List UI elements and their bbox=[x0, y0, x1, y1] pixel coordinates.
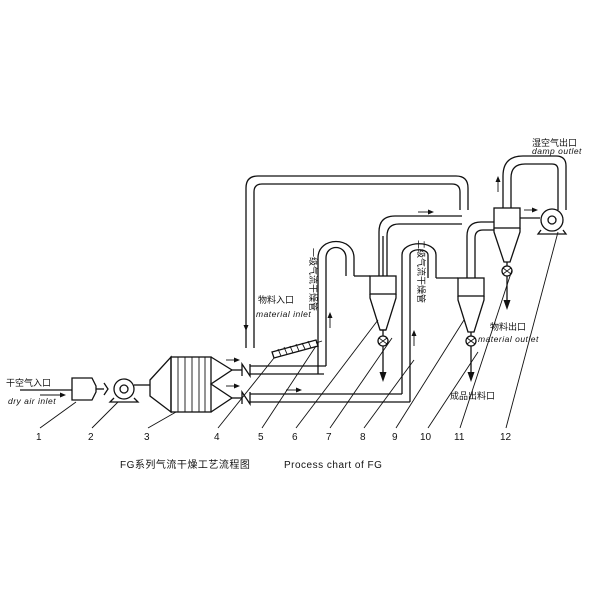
part-number-4: 4 bbox=[214, 432, 220, 443]
flow-arrow-recycle-down bbox=[243, 315, 249, 331]
material-outlet-label-en: material outlet bbox=[478, 334, 539, 344]
stage1-dryer-label: 一级气流干燥管 bbox=[308, 248, 319, 311]
flow-arrow-stage2-up bbox=[411, 330, 417, 346]
part-number-8: 8 bbox=[360, 432, 366, 443]
damp-outlet-label-zh: 湿空气出口 bbox=[532, 137, 577, 148]
material-inlet-label-zh: 物料入口 bbox=[258, 294, 294, 305]
dry-air-inlet-label-zh: 干空气入口 bbox=[6, 377, 51, 388]
cyclone-2 bbox=[457, 277, 485, 382]
caption-en: Process chart of FG bbox=[284, 460, 382, 471]
part-number-11: 11 bbox=[454, 432, 465, 443]
part-number-12: 12 bbox=[500, 432, 512, 443]
duct-stage1-inlet bbox=[250, 258, 327, 375]
leader-lines bbox=[39, 231, 559, 429]
material-inlet-label-en: material inlet bbox=[256, 309, 311, 319]
air-filter-unit bbox=[20, 377, 104, 401]
screw-feeder bbox=[271, 339, 323, 359]
part-number-9: 9 bbox=[392, 432, 398, 443]
flow-arrow-to-fan bbox=[524, 207, 538, 213]
valve-lower bbox=[241, 389, 251, 407]
flow-arrow-heater-upper bbox=[226, 357, 240, 363]
part-number-5: 5 bbox=[258, 432, 264, 443]
product-outlet-label: 成品出料口 bbox=[450, 390, 495, 401]
part-number-2: 2 bbox=[88, 432, 94, 443]
cyclone-3 bbox=[493, 207, 521, 310]
stage2-dryer-label: 二级气流干燥管 bbox=[416, 240, 427, 303]
part-numbers: 1 2 3 4 5 6 7 8 9 10 11 12 bbox=[36, 432, 512, 443]
damp-outlet-label-en: damp outlet bbox=[532, 146, 582, 156]
exhaust-fan bbox=[520, 208, 568, 235]
air-heater bbox=[149, 355, 242, 414]
flow-arrow-cyclone1-vent bbox=[418, 209, 434, 215]
material-outlet-label-zh: 物料出口 bbox=[490, 321, 526, 332]
cyclone1-vent-duct bbox=[378, 215, 462, 276]
stage1-dryer-tube bbox=[317, 241, 370, 277]
flow-arrow-lower-duct bbox=[286, 387, 302, 393]
flow-arrow-cyclone3-vent bbox=[495, 176, 501, 192]
part-number-3: 3 bbox=[144, 432, 150, 443]
part-number-7: 7 bbox=[326, 432, 332, 443]
stage2-dryer-tube bbox=[401, 243, 458, 279]
recycle-duct-outer bbox=[245, 175, 469, 348]
flow-arrow-heater-lower bbox=[226, 383, 240, 389]
cyclone3-vent-duct bbox=[502, 155, 567, 210]
blower-fan bbox=[103, 378, 150, 403]
valve-upper bbox=[241, 361, 251, 379]
dry-air-inlet-arrow bbox=[40, 392, 66, 398]
part-number-1: 1 bbox=[36, 432, 42, 443]
dry-air-inlet-label-en: dry air inlet bbox=[8, 396, 56, 406]
cyclone-1 bbox=[369, 236, 397, 382]
part-number-6: 6 bbox=[292, 432, 298, 443]
caption-zh: FG系列气流干燥工艺流程图 bbox=[120, 458, 250, 471]
part-number-10: 10 bbox=[420, 432, 432, 443]
cyclone2-vent-duct bbox=[466, 221, 494, 278]
flow-arrow-stage1-up bbox=[327, 312, 333, 328]
